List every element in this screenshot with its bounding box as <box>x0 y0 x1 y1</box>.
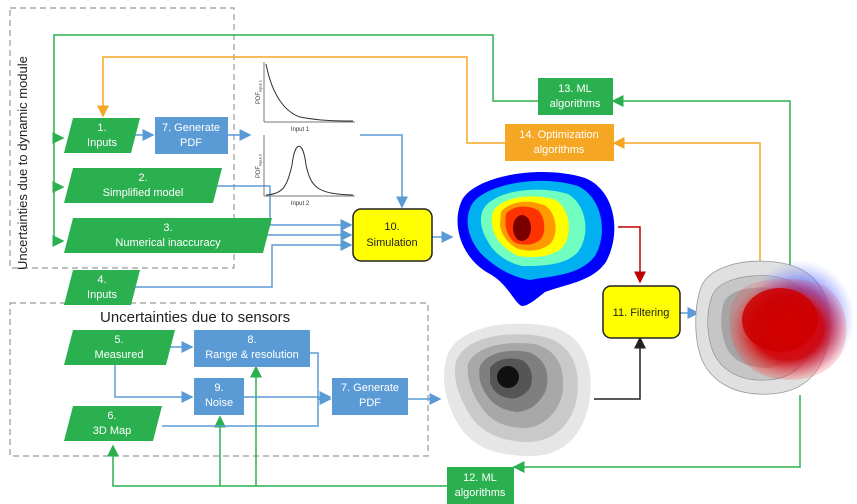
arrow-sim-to-filtering <box>618 226 646 284</box>
pdf-plot-2: PDFinput 2 Input 2 <box>256 135 355 207</box>
arrow-optimization-to-inputs <box>612 137 761 274</box>
sensors-group-label: Uncertainties due to sensors <box>100 309 290 326</box>
arrow-inputs4-to-simulation <box>131 239 353 288</box>
node-simplified-model-label: Simplified model <box>103 187 184 199</box>
arrow-optimization-loop <box>97 56 505 144</box>
node-simulation-label: Simulation <box>366 237 417 249</box>
node-generate-pdf-bottom[interactable]: 7. Generate PDF <box>332 378 408 415</box>
dynamic-module-group <box>9 7 235 269</box>
arrow-3dmap-to-pdf <box>162 393 332 427</box>
node-optimization[interactable]: 14. Optimization algorithms <box>505 124 614 161</box>
arrow-plot-to-simulation <box>360 134 408 209</box>
node-generate-pdf-bottom-line1: 7. Generate <box>341 382 399 394</box>
node-ml-top[interactable]: 13. ML algorithms <box>538 78 613 115</box>
arrow-model-to-simulation <box>213 185 353 231</box>
node-inputs4-num: 4. <box>97 274 106 286</box>
node-simulation-num: 10. <box>384 221 399 233</box>
node-measured-label: Measured <box>95 349 144 361</box>
arrow-ml-top-to-dynamic <box>52 34 538 247</box>
node-ml-bottom-line1: 12. ML <box>463 472 497 484</box>
node-numerical-inaccuracy[interactable]: 3. Numerical inaccuracy <box>64 218 272 253</box>
node-inputs1[interactable]: 1. Inputs <box>64 118 140 153</box>
arrow-ml-bottom-to-3dmap <box>107 444 447 487</box>
arrow-to-ml-bottom <box>512 395 801 473</box>
node-ml-top-line2: algorithms <box>550 98 601 110</box>
node-ml-top-line1: 13. ML <box>558 83 592 95</box>
node-optimization-line2: algorithms <box>534 144 585 156</box>
pdf-plot-1: PDFinput 1 Input 1 <box>256 62 355 133</box>
node-inputs1-label: Inputs <box>87 137 117 149</box>
node-simplified-model-num: 2. <box>138 172 147 184</box>
sensors-group <box>9 302 429 457</box>
pdf-plot-2-ylabel: PDFinput 2 <box>256 153 263 178</box>
node-optimization-line1: 14. Optimization <box>519 129 598 141</box>
node-generate-pdf-top-line2: PDF <box>180 137 202 149</box>
pdf-plot-1-xlabel: Input 1 <box>291 127 310 133</box>
node-filtering-label: 11. Filtering <box>613 307 670 319</box>
node-generate-pdf-top-line1: 7. Generate <box>162 122 220 134</box>
node-3d-map-label: 3D Map <box>93 425 132 437</box>
simulation-contour-plot <box>457 172 615 306</box>
node-simplified-model[interactable]: 2. Simplified model <box>64 168 222 203</box>
arrow-gray-to-filtering <box>594 336 646 400</box>
node-range-label: Range & resolution <box>205 349 299 361</box>
node-generate-pdf-top[interactable]: 7. Generate PDF <box>155 117 228 154</box>
node-ml-bottom[interactable]: 12. ML algorithms <box>447 467 514 504</box>
node-noise-label: Noise <box>205 397 233 409</box>
node-measured[interactable]: 5. Measured <box>64 330 175 365</box>
arrow-to-ml-top <box>611 95 791 274</box>
node-inputs4-label: Inputs <box>87 289 117 301</box>
node-range-resolution[interactable]: 8. Range & resolution <box>194 330 310 367</box>
node-range-num: 8. <box>247 334 256 346</box>
dynamic-module-label: Uncertainties due to dynamic module <box>15 56 30 270</box>
node-numerical-num: 3. <box>163 222 172 234</box>
node-filtering[interactable]: 11. Filtering <box>602 285 681 339</box>
node-3d-map-num: 6. <box>107 410 116 422</box>
node-measured-num: 5. <box>114 334 123 346</box>
node-inputs1-num: 1. <box>97 122 106 134</box>
node-noise-num: 9. <box>214 382 223 394</box>
node-simulation[interactable]: 10. Simulation <box>352 208 433 262</box>
arrow-range-to-pdf <box>310 352 332 405</box>
pdf-plot-2-xlabel: Input 2 <box>291 201 310 207</box>
node-numerical-label: Numerical inaccuracy <box>115 237 221 249</box>
node-inputs4[interactable]: 4. Inputs <box>64 270 140 305</box>
arrow-measured-to-noise <box>114 365 194 403</box>
node-noise[interactable]: 9. Noise <box>194 378 244 415</box>
node-generate-pdf-bottom-line2: PDF <box>359 397 381 409</box>
node-ml-bottom-line2: algorithms <box>455 487 506 499</box>
pdf-plot-1-ylabel: PDFinput 1 <box>256 79 263 104</box>
sensor-contour-plot <box>443 323 591 456</box>
filtered-result-plot <box>695 260 855 395</box>
node-3d-map[interactable]: 6. 3D Map <box>64 406 162 441</box>
